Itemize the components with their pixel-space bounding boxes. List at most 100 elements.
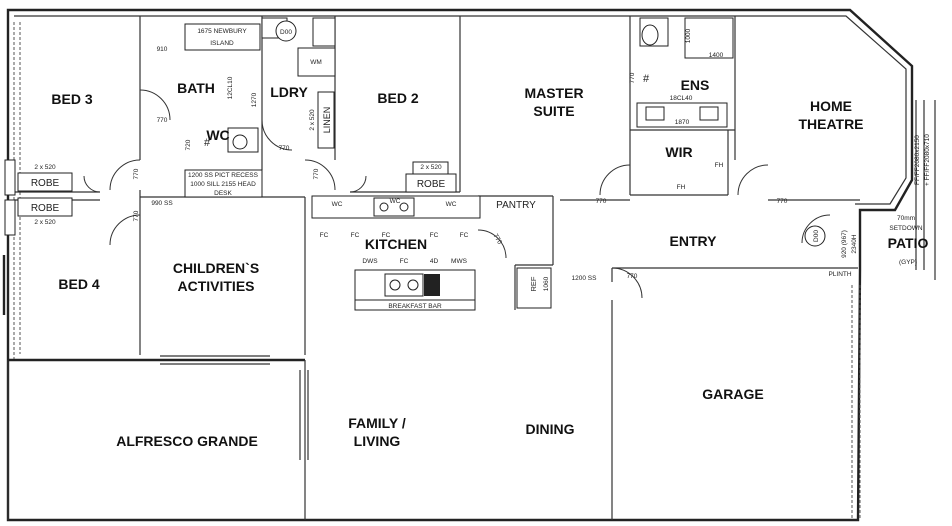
dim-770-ens: 770 [629, 72, 636, 83]
fc-island: FC [400, 258, 409, 265]
room-master-line1: MASTER [524, 85, 583, 101]
wm-label: WM [310, 59, 322, 66]
room-wc: WC [206, 127, 229, 143]
pict-recess-label: 1200 SS PICT RECESS [188, 172, 259, 179]
ldry-d00-label: D00 [280, 29, 292, 36]
ff-dim-2: + FF/FF2080x710 [924, 134, 931, 186]
room-garage: GARAGE [702, 386, 763, 402]
room-family-line1: FAMILY / [348, 415, 406, 431]
desk [184, 169, 263, 198]
dim-720: 720 [185, 139, 192, 150]
dim-770-ldry: 770 [279, 145, 290, 152]
dim-990ss: 990 SS [151, 200, 173, 207]
room-bath: BATH [177, 80, 215, 96]
dim-robe-bed2: 2 x 520 [420, 164, 442, 171]
room-kitchen: KITCHEN [365, 236, 427, 252]
newbury-label-2: ISLAND [210, 40, 234, 47]
dim-770-bed3: 770 [133, 168, 140, 179]
room-alfresco: ALFRESCO GRANDE [116, 433, 258, 449]
room-ens: ENS [681, 77, 710, 93]
breakfast-bar-label: BREAKFAST BAR [388, 303, 442, 310]
wir-fh-2: FH [677, 184, 686, 191]
dim-ldry-520: 2 x 520 [309, 109, 316, 131]
entry-door-head: 2340H [851, 234, 858, 253]
ensuite-toilet [641, 24, 659, 46]
dim-910: 910 [157, 46, 168, 53]
pantry-label: PANTRY [496, 200, 536, 211]
dim-1200ss: 1200 SS [572, 275, 598, 282]
room-children-line1: CHILDREN`S [173, 260, 259, 276]
dim-770-master: 770 [596, 198, 607, 205]
storage-labels: ROBE ROBE ROBE PANTRY LINEN [17, 107, 536, 217]
dim-12cl10: 12CL10 [227, 76, 234, 99]
gyp-label: (GYP) [899, 259, 917, 266]
dim-770-bed2: 770 [313, 168, 320, 179]
room-family-line2: LIVING [354, 433, 401, 449]
vent-marks: # # [204, 73, 650, 149]
wir-fh-1: FH [715, 162, 724, 169]
dim-1400: 1400 [709, 52, 724, 59]
room-theatre-line2: THEATRE [798, 116, 863, 132]
room-master-line2: SUITE [533, 103, 574, 119]
fc-4: FC [430, 232, 439, 239]
entry-door-dim: 920 (967) [841, 230, 848, 258]
fc-5: FC [460, 232, 469, 239]
fc-2: FC [351, 232, 360, 239]
fc-3: FC [382, 232, 391, 239]
dim-1270: 1270 [251, 92, 258, 107]
kitchen-wc-1: WC [332, 201, 343, 208]
pict-recess-label-2: 1000 SILL 2155 HEAD [190, 181, 256, 188]
annotations: 1675 NEWBURY ISLAND D00 WM 910 12CL10 12… [34, 20, 931, 310]
svg-text:#: # [204, 137, 211, 149]
robe-bed4: ROBE [31, 203, 60, 214]
entry-d00-label: D00 [813, 230, 820, 242]
windows [160, 100, 936, 460]
dim-770-garage: 770 [627, 273, 638, 280]
svg-text:#: # [643, 73, 650, 85]
linen-cupboard [317, 91, 335, 149]
dim-770-bed4: 770 [133, 210, 140, 221]
room-bed3: BED 3 [51, 91, 92, 107]
robe-bed3: ROBE [31, 178, 60, 189]
room-bed2: BED 2 [377, 90, 418, 106]
room-dining: DINING [526, 421, 575, 437]
robe-bed2: ROBE [417, 179, 446, 190]
wc-toilet [232, 134, 248, 150]
ref-label: REF [529, 276, 538, 291]
dim-1870: 1870 [675, 119, 690, 126]
room-labels: BED 3 BATH WC LDRY BED 2 MASTER SUITE EN… [51, 77, 928, 449]
room-patio: PATIO [888, 235, 929, 251]
fc-1: FC [320, 232, 329, 239]
kitchen-wc-2: WC [390, 198, 401, 205]
newbury-label: 1675 NEWBURY [197, 28, 247, 35]
setdown-label: 70mm [897, 215, 915, 222]
room-ldry: LDRY [270, 84, 308, 100]
mws-label: MWS [451, 258, 468, 265]
linen-label: LINEN [322, 107, 332, 134]
dim-770-bath: 770 [157, 117, 168, 124]
fixtures [4, 17, 734, 311]
plinth-label: PLINTH [828, 271, 851, 278]
dim-770-pantry: 770 [492, 233, 504, 246]
dim-18cl40: 18CL40 [670, 95, 693, 102]
bath-tub [184, 23, 261, 51]
room-entry: ENTRY [670, 233, 718, 249]
fridge-recess [516, 267, 552, 309]
room-wir: WIR [665, 144, 692, 160]
kitchen-wc-3: WC [446, 201, 457, 208]
room-children-line2: ACTIVITIES [177, 278, 254, 294]
room-bed4: BED 4 [58, 276, 99, 292]
door-swings [83, 89, 831, 299]
dim-1060: 1060 [543, 276, 550, 291]
dim-robe-bed4: 2 x 520 [34, 219, 56, 226]
4d-label: 4D [430, 258, 439, 265]
ff-dim-1: FF/FF2080x2150 [914, 135, 921, 185]
room-theatre-line1: HOME [810, 98, 852, 114]
dws-label: DWS [362, 258, 378, 265]
dim-770-theatre: 770 [777, 198, 788, 205]
setdown-label-2: SETDOWN [889, 225, 923, 232]
dim-1000: 1000 [685, 28, 692, 43]
desk-label: DESK [214, 190, 232, 197]
dim-robe-bed3: 2 x 520 [34, 164, 56, 171]
